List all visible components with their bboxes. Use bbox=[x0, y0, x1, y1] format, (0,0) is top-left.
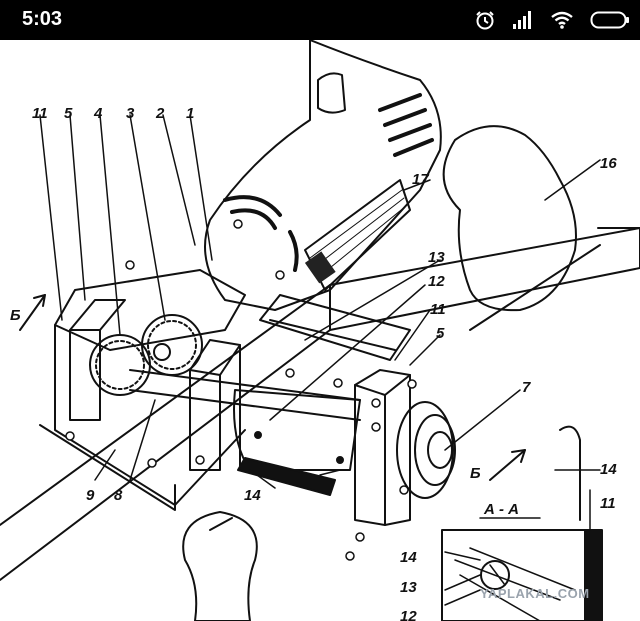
wifi-icon bbox=[550, 10, 574, 30]
status-bar: 5:03 bbox=[0, 0, 640, 40]
part-label: 3 bbox=[126, 105, 135, 122]
part-label: 7 bbox=[522, 379, 531, 396]
status-icons bbox=[474, 6, 630, 34]
part-label: 2 bbox=[155, 105, 165, 122]
section-mark: Б bbox=[470, 465, 481, 482]
part-label: 8 bbox=[114, 487, 123, 504]
part-label: 12 bbox=[428, 273, 445, 290]
part-label: 11 bbox=[600, 495, 616, 512]
battery-icon bbox=[590, 10, 630, 30]
part-label: 4 bbox=[93, 105, 103, 122]
part-label: 14 bbox=[600, 461, 617, 478]
cell-signal-icon bbox=[512, 10, 534, 30]
section-view-title: А - А bbox=[483, 501, 519, 518]
part-label: 9 bbox=[86, 487, 95, 504]
part-label: 1 bbox=[186, 105, 194, 122]
part-label: 5 bbox=[64, 105, 73, 122]
part-label: 5 bbox=[436, 325, 445, 342]
part-label: 11 bbox=[32, 105, 48, 122]
part-label: 13 bbox=[400, 579, 417, 596]
part-label: 14 bbox=[400, 549, 417, 566]
alarm-clock-icon bbox=[474, 9, 496, 31]
image-viewer[interactable]: 11 5 4 3 2 1 17 16 13 12 11 5 7 14 14 11… bbox=[0, 40, 640, 621]
watermark: YAPLAKAL.COM bbox=[480, 586, 590, 601]
part-label: 16 bbox=[600, 155, 617, 172]
part-label: 11 bbox=[430, 301, 446, 318]
part-label: 12 bbox=[400, 608, 417, 621]
section-mark: Б bbox=[10, 307, 21, 324]
part-label: 13 bbox=[428, 249, 445, 266]
technical-drawing: 11 5 4 3 2 1 17 16 13 12 11 5 7 14 14 11… bbox=[0, 40, 640, 621]
status-time: 5:03 bbox=[22, 8, 63, 30]
part-label: 17 bbox=[412, 171, 429, 188]
part-label: 14 bbox=[244, 487, 261, 504]
